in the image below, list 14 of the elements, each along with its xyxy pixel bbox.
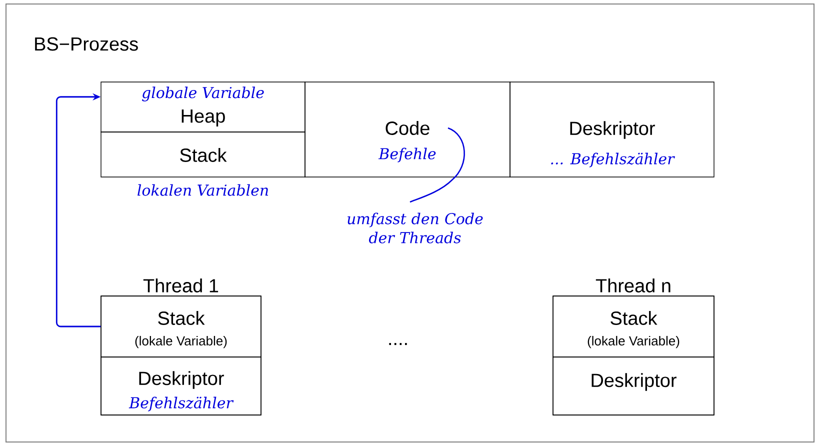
node-label: Thread 1 — [143, 278, 218, 292]
memory-segment: Stack — [100, 132, 306, 178]
handwritten-note: umfasst den Code der Threads — [348, 212, 483, 244]
arrow — [56, 93, 101, 328]
memory-segment: Stack (lokale Variable) — [100, 296, 262, 358]
memory-segment: globale Variable Heap — [100, 82, 306, 132]
memory-segment: Code Befehle — [304, 82, 510, 178]
memory-segment: Deskriptor Befehlszähler — [100, 356, 262, 416]
node-label: Thread n — [596, 278, 670, 292]
ellipsis: .... — [389, 343, 407, 346]
memory-segment: Deskriptor — [552, 356, 714, 416]
memory-segment: Deskriptor ... Befehlszähler — [510, 82, 714, 178]
memory-segment: Stack (lokale Variable) — [552, 296, 714, 358]
handwritten-note: lokalen Variablen — [138, 184, 268, 196]
